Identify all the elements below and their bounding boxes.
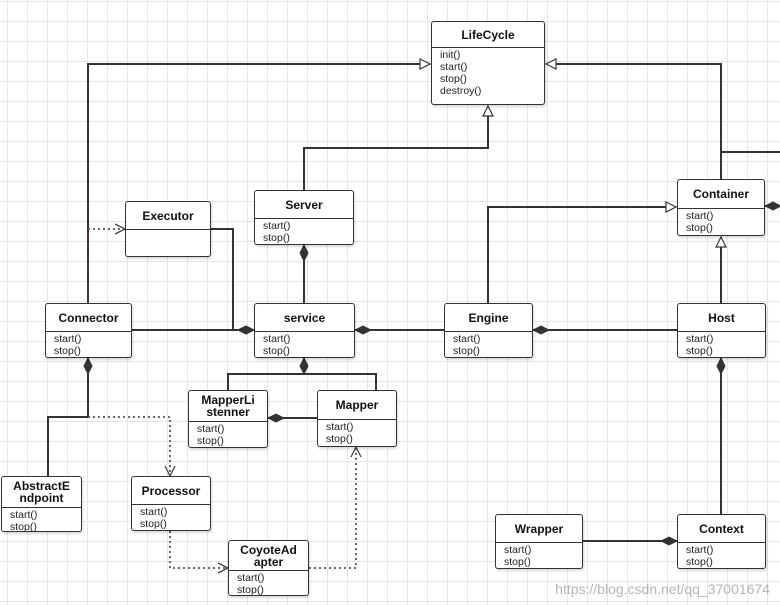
engine-container-line — [487, 207, 676, 304]
class-mapper[interactable]: Mapper start() stop() — [317, 390, 397, 447]
class-abstract-endpoint[interactable]: AbstractE ndpoint start() stop() — [1, 476, 82, 532]
class-wrapper[interactable]: Wrapper start() stop() — [495, 514, 583, 569]
class-name: LifeCycle — [432, 22, 544, 48]
method-stop: stop() — [440, 73, 467, 85]
container-lifecycle-line — [546, 64, 722, 180]
method-stop: stop() — [263, 232, 290, 244]
class-name: Processor — [132, 477, 210, 505]
class-name: Container — [678, 180, 764, 209]
method-start: start() — [326, 421, 354, 433]
method-start: start() — [686, 210, 714, 222]
method-stop: stop() — [686, 345, 713, 357]
class-name: Mapper — [318, 391, 396, 420]
method-stop: stop() — [197, 435, 224, 447]
method-start: start() — [686, 544, 714, 556]
class-container[interactable]: Container start() stop() — [677, 179, 765, 236]
method-init: init() — [440, 49, 461, 61]
method-stop: stop() — [326, 433, 353, 445]
endpoint-processor-dependency — [88, 416, 170, 476]
method-stop: stop() — [10, 521, 37, 532]
method-destroy: destroy() — [440, 85, 482, 97]
class-name: MapperLi stenner — [189, 391, 267, 422]
method-stop: stop() — [263, 345, 290, 357]
class-name: CoyoteAd apter — [229, 541, 308, 571]
class-server[interactable]: Server start() stop() — [254, 190, 354, 245]
endpoint-connector-composition — [47, 358, 88, 477]
class-name: service — [255, 304, 354, 332]
method-start: start() — [54, 333, 82, 345]
class-service[interactable]: service start() stop() — [254, 303, 355, 358]
class-name: AbstractE ndpoint — [2, 477, 81, 508]
class-host[interactable]: Host start() stop() — [677, 303, 766, 358]
method-stop: stop() — [686, 556, 713, 568]
method-stop: stop() — [453, 345, 480, 357]
class-connector[interactable]: Connector start() stop() — [45, 303, 132, 358]
class-lifecycle[interactable]: LifeCycle init() start() stop() destroy(… — [431, 21, 545, 105]
processor-coyote-dependency — [169, 531, 228, 568]
method-start: start() — [686, 333, 714, 345]
method-start: start() — [453, 333, 481, 345]
executor-service-composition — [211, 228, 254, 330]
class-name: Server — [255, 191, 353, 219]
method-stop: stop() — [54, 345, 81, 357]
class-name: Connector — [46, 304, 131, 332]
method-start: start() — [10, 509, 38, 521]
class-engine[interactable]: Engine start() stop() — [444, 303, 533, 358]
class-coyote-adapter[interactable]: CoyoteAd apter start() stop() — [228, 540, 309, 596]
connector-lifecycle-line — [87, 64, 430, 304]
method-stop: stop() — [504, 556, 531, 568]
class-name: Host — [678, 304, 765, 332]
method-start: start() — [237, 572, 265, 584]
method-stop: stop() — [686, 222, 713, 234]
class-name: Wrapper — [496, 515, 582, 543]
method-stop: stop() — [237, 584, 264, 596]
method-start: start() — [440, 61, 468, 73]
class-name: Executor — [126, 202, 210, 230]
method-start: start() — [263, 333, 291, 345]
mappers-service-composition — [227, 358, 377, 391]
class-executor[interactable]: Executor — [125, 201, 211, 257]
method-start: start() — [140, 506, 168, 518]
method-start: start() — [263, 220, 291, 232]
class-context[interactable]: Context start() stop() — [677, 514, 766, 569]
class-processor[interactable]: Processor start() stop() — [131, 476, 211, 531]
class-name: Engine — [445, 304, 532, 332]
coyote-mapper-dependency — [309, 447, 356, 569]
method-start: start() — [504, 544, 532, 556]
watermark: https://blog.csdn.net/qq_37001674 — [555, 581, 770, 597]
server-lifecycle-line — [303, 106, 488, 191]
class-name: Context — [678, 515, 765, 543]
class-mapper-listener[interactable]: MapperLi stenner start() stop() — [188, 390, 268, 448]
method-stop: stop() — [140, 518, 167, 530]
method-start: start() — [197, 423, 225, 435]
